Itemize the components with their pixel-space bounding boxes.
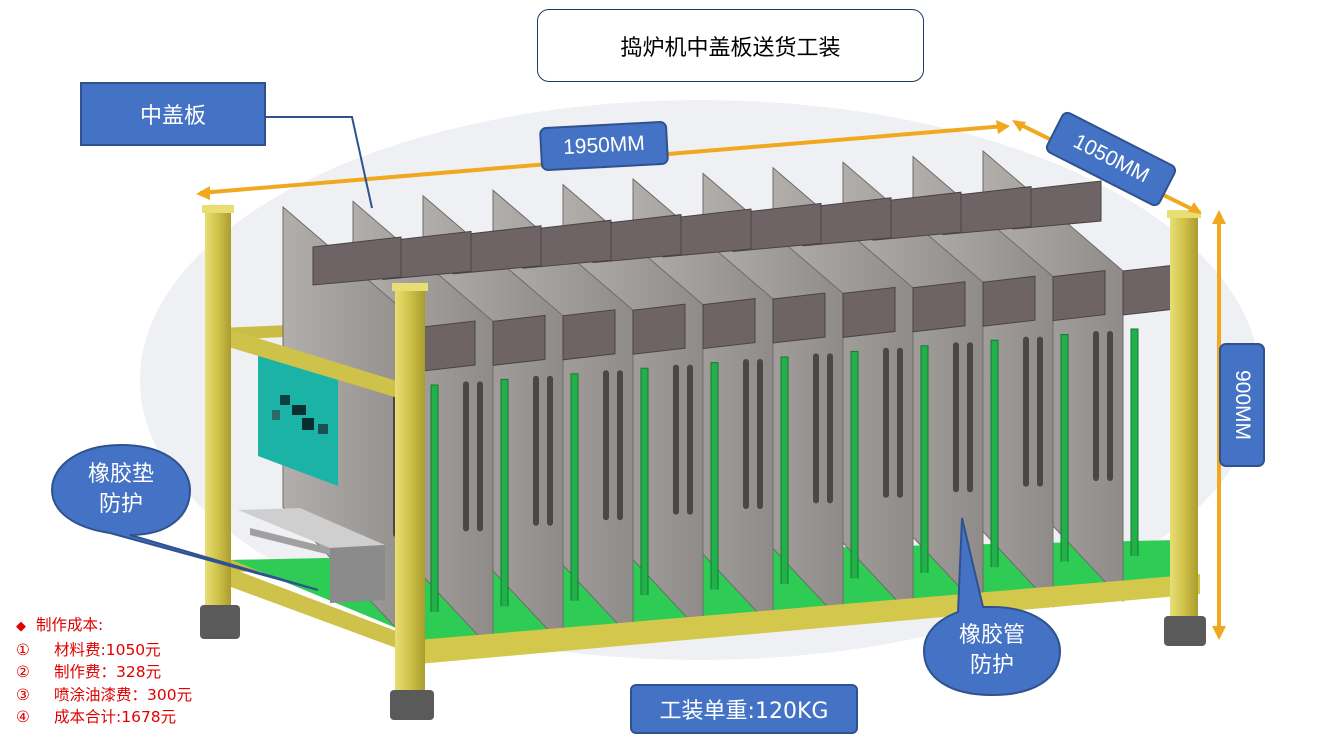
rubber-pipe-base: [989, 567, 1000, 593]
plate-slot: [1023, 336, 1029, 487]
callout-shapes: [50, 443, 1062, 697]
rubber-pad-line1: 橡胶垫: [87, 462, 154, 487]
plate-front-cap: [422, 320, 476, 372]
rubber-pipe: [1130, 328, 1139, 560]
plate-slot: [687, 364, 693, 515]
part-label-text: 中盖板: [139, 104, 206, 129]
cost-item-text: 制作费：328元: [54, 663, 162, 681]
cost-heading: 制作成本:: [16, 614, 192, 639]
plate-slot: [603, 370, 609, 521]
plate-slot: [1093, 331, 1099, 481]
plate-front-cap: [492, 314, 546, 366]
frame-posts: [202, 205, 1201, 695]
weight-label-text: 工装单重:120KG: [659, 699, 829, 724]
plate-slot: [1107, 331, 1113, 481]
plate-slot: [1037, 336, 1043, 487]
cost-item-number: ④: [16, 708, 30, 726]
length-dimension-label: 1950MM: [538, 120, 670, 172]
rubber-pipe-base: [1129, 556, 1140, 581]
cost-item-text: 成本合计:1678元: [54, 708, 177, 726]
rubber-pipe-base: [1059, 561, 1070, 587]
length-dimension-text: 1950MM: [562, 131, 646, 160]
rubber-pipe: [920, 345, 929, 577]
plate-slot: [897, 347, 903, 498]
frame-feet: [200, 605, 1206, 720]
plate-top-cap: [312, 236, 402, 286]
rubber-pipe-base: [709, 589, 720, 615]
plate-slot: [743, 359, 749, 509]
plate-front-cap: [982, 275, 1036, 327]
rubber-pad-line2: 防护: [98, 492, 143, 517]
plate-slot: [813, 353, 819, 504]
cost-item: ④ 成本合计:1678元: [16, 706, 192, 729]
height-dimension-text: 900MM: [1231, 369, 1254, 441]
cost-item: ① 材料费:1050元: [16, 639, 192, 662]
rubber-pipe-base: [919, 572, 930, 598]
cost-item: ③ 喷涂油漆费：300元: [16, 684, 192, 707]
rubber-pipe-base: [499, 606, 510, 632]
rubber-pipe: [780, 356, 789, 588]
plate-slot: [827, 353, 833, 504]
plate-slot: [883, 347, 889, 498]
rubber-pipe-line2: 防护: [969, 653, 1014, 678]
rubber-pipe: [990, 339, 999, 571]
plate-slot: [673, 364, 679, 515]
front-frame: [212, 328, 1200, 664]
rubber-pipe-callout: 橡胶管 防护: [924, 607, 1060, 695]
plate-front-cap: [912, 281, 966, 333]
plate-front-cap: [1052, 270, 1106, 322]
rubber-pipe: [640, 367, 649, 599]
cost-item-text: 材料费:1050元: [54, 640, 161, 659]
rubber-pipe: [1060, 334, 1069, 566]
rubber-pad-callout: 橡胶垫 防护: [52, 445, 190, 535]
rubber-pipe: [710, 362, 719, 594]
rubber-pipe: [850, 350, 859, 582]
height-dimension-label: 900MM: [1219, 343, 1265, 467]
plate-front-cap: [562, 309, 616, 361]
rubber-pipe-base: [569, 600, 580, 626]
plate-slot: [757, 359, 763, 509]
plate-front-cap: [772, 292, 826, 344]
cost-list: 制作成本: ① 材料费:1050元 ② 制作费：328元 ③ 喷涂油漆费：300元 ④…: [16, 614, 192, 729]
plate-slot: [953, 342, 959, 493]
rubber-pipe-line1: 橡胶管: [958, 623, 1025, 648]
cost-item-number: ②: [16, 663, 30, 681]
plate-slot: [547, 375, 553, 526]
cost-item-number: ①: [16, 640, 30, 659]
plate-slot: [533, 375, 539, 526]
rubber-pipe-base: [639, 595, 650, 621]
cost-item-number: ③: [16, 685, 30, 704]
weight-label: 工装单重:120KG: [630, 684, 858, 734]
part-label-leader: [266, 116, 373, 209]
plate-slot: [617, 370, 623, 521]
plate-slot: [967, 342, 973, 493]
plate-slot: [463, 381, 469, 532]
cost-item-text: 喷涂油漆费：300元: [54, 685, 193, 704]
plate-front-cap: [702, 298, 756, 350]
rubber-pipe: [430, 384, 439, 616]
plate-slot: [477, 381, 483, 532]
bottom-tray: [238, 508, 385, 603]
plate-front-cap: [842, 286, 896, 338]
plate-front-cap: [632, 303, 686, 355]
rubber-pipe: [570, 373, 579, 605]
sticker: [258, 348, 338, 486]
plate-front-cap: [1122, 264, 1176, 316]
part-label: 中盖板: [80, 82, 266, 146]
plate-group: [282, 149, 1176, 659]
page-title: 捣炉机中盖板送货工装: [620, 35, 841, 61]
rubber-pipe-base: [779, 584, 790, 609]
title-box: 捣炉机中盖板送货工装: [537, 9, 924, 82]
rubber-pipe-base: [429, 612, 440, 637]
rubber-pipe: [500, 378, 509, 610]
rubber-pipe-base: [849, 578, 860, 604]
cost-item: ② 制作费：328元: [16, 661, 192, 684]
